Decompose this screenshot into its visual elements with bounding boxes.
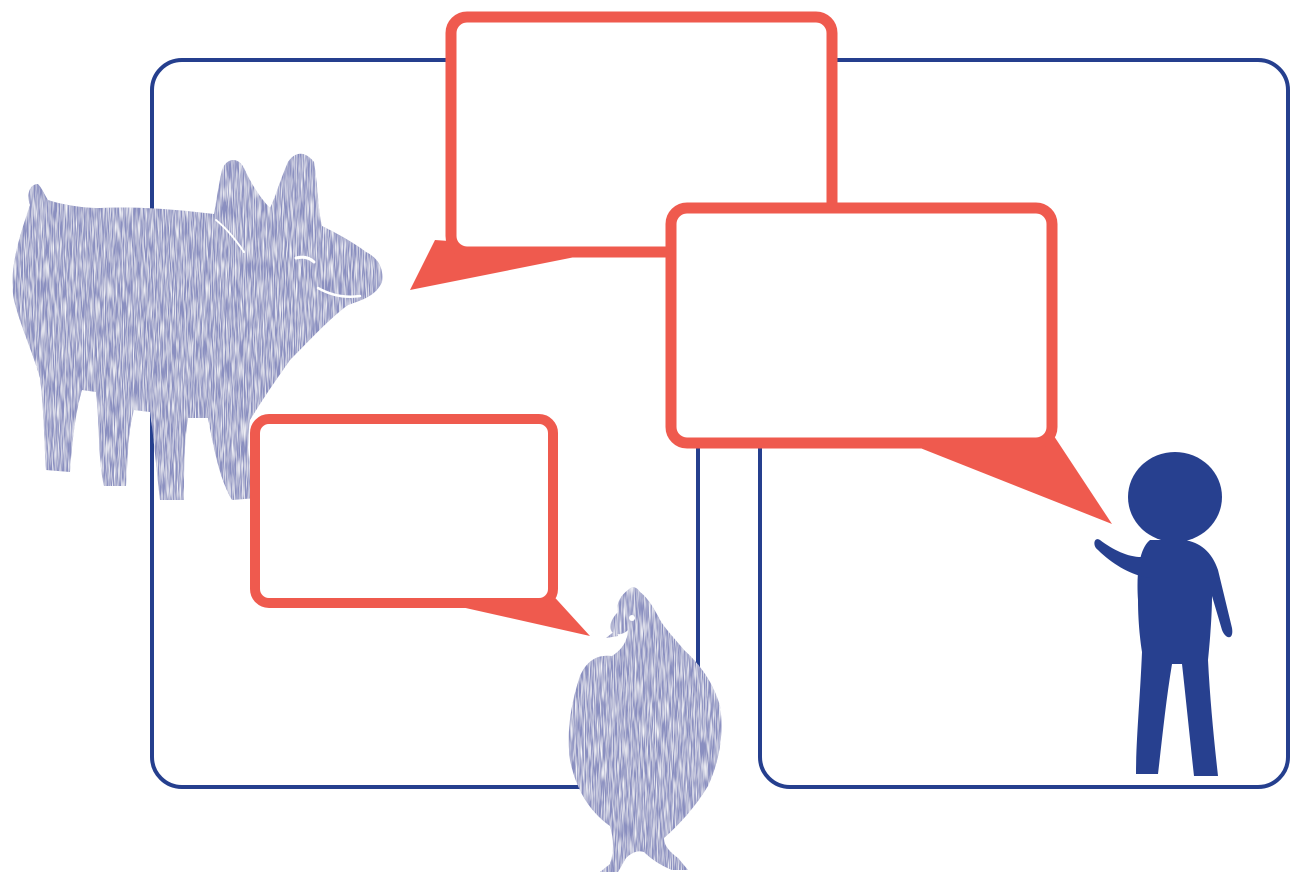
middle-right-speech-bubble — [671, 208, 1112, 524]
person-figure-icon — [1094, 452, 1232, 776]
lower-left-speech-bubble — [255, 419, 590, 636]
